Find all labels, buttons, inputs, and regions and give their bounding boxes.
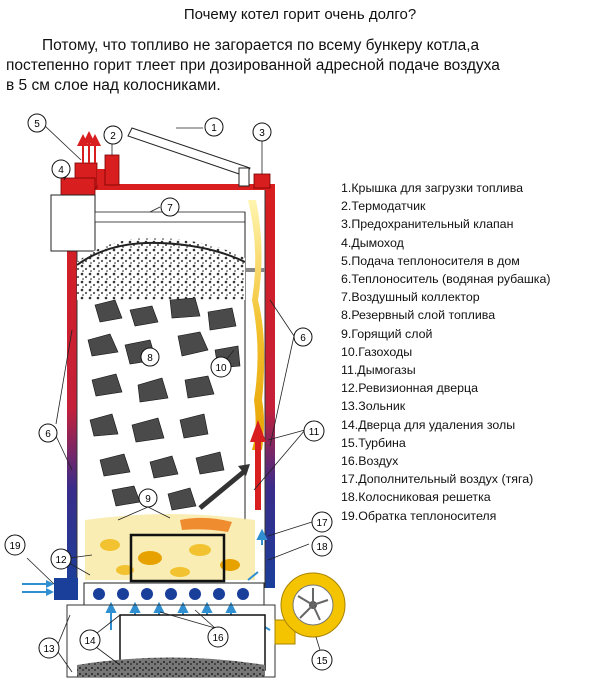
- svg-text:1: 1: [211, 123, 217, 134]
- intro-text: Потому, что топливо не загорается по все…: [6, 36, 598, 96]
- svg-text:14: 14: [84, 636, 96, 647]
- callout-17: 17: [311, 511, 333, 533]
- flue-flame: [248, 200, 265, 450]
- intro-line-3: в 5 см слое над колосниками.: [6, 77, 221, 94]
- legend-item: 9.Горящий слой: [341, 326, 433, 341]
- safety-valve: [253, 173, 271, 189]
- legend-item: 19.Обратка теплоносителя: [341, 508, 497, 523]
- legend-item: 3.Предохранительный клапан: [341, 217, 514, 232]
- legend-item: 8.Резервный слой топлива: [341, 308, 496, 323]
- reserve-fuel: [76, 237, 265, 300]
- svg-text:10: 10: [215, 363, 227, 374]
- legend-item: 12.Ревизионная дверца: [341, 381, 479, 396]
- svg-text:8: 8: [147, 353, 153, 364]
- svg-text:5: 5: [34, 119, 40, 130]
- legend-item: 1.Крышка для загрузки топлива: [341, 181, 524, 195]
- legend-item: 5.Подача теплоносителя в дом: [341, 253, 520, 268]
- callout-9: 9: [138, 488, 158, 508]
- water-jacket: [67, 184, 275, 588]
- callout-6-left: 6: [38, 423, 58, 443]
- callouts: 1 2 3 4 5 6 6 7 8 9 10 11 12 13 14 15 16…: [4, 113, 333, 671]
- callout-18: 18: [311, 535, 333, 557]
- callout-3: 3: [252, 122, 272, 142]
- callout-6-right: 6: [293, 327, 313, 347]
- legend-item: 17.Дополнительный воздух (тяга): [341, 472, 534, 487]
- svg-text:13: 13: [43, 644, 55, 655]
- svg-text:9: 9: [145, 494, 151, 505]
- grate: [83, 582, 265, 606]
- svg-text:4: 4: [58, 165, 64, 176]
- callout-7: 7: [160, 197, 180, 217]
- callout-14: 14: [79, 629, 101, 651]
- callout-8: 8: [140, 347, 160, 367]
- svg-text:18: 18: [316, 542, 328, 553]
- callout-1: 1: [204, 117, 224, 137]
- fuel-chunks: [87, 297, 241, 511]
- turbine: [274, 572, 346, 645]
- legend-item: 18.Колосниковая решетка: [341, 490, 491, 505]
- legend: 1.Крышка для загрузки топлива 2.Термодат…: [341, 179, 551, 525]
- callout-12: 12: [50, 548, 72, 570]
- callout-19: 19: [4, 534, 26, 556]
- legend-item: 7.Воздушный коллектор: [341, 290, 480, 305]
- diagram-title: Почему котел горит очень долго?: [183, 6, 417, 23]
- intro-line-2: постепенно горит тлеет при дозированной …: [6, 57, 500, 74]
- callout-10: 10: [210, 356, 232, 378]
- legend-item: 4.Дымоход: [341, 235, 404, 250]
- callout-16: 16: [207, 626, 229, 648]
- svg-text:11: 11: [309, 427, 320, 438]
- svg-text:12: 12: [55, 555, 67, 566]
- svg-text:17: 17: [316, 518, 328, 529]
- svg-text:3: 3: [259, 128, 265, 139]
- callout-5: 5: [27, 113, 47, 133]
- legend-item: 14.Дверца для удаления золы: [341, 417, 516, 432]
- legend-item: 16.Воздух: [341, 454, 399, 469]
- inspection-door: [129, 533, 226, 583]
- callout-13: 13: [38, 637, 60, 659]
- callout-11: 11: [303, 420, 325, 442]
- return-pipe: [22, 578, 78, 600]
- loading-lid: [127, 127, 251, 187]
- legend-item: 2.Термодатчик: [341, 199, 426, 214]
- svg-text:6: 6: [45, 429, 51, 440]
- leader-lines: [26, 125, 321, 673]
- legend-item: 11.Дымогазы: [341, 363, 416, 378]
- svg-text:6: 6: [300, 333, 306, 344]
- svg-text:7: 7: [167, 203, 173, 214]
- svg-text:19: 19: [9, 541, 21, 552]
- legend-item: 15.Турбина: [341, 435, 406, 450]
- callout-2: 2: [103, 125, 123, 145]
- svg-text:2: 2: [110, 131, 116, 142]
- callout-15: 15: [311, 649, 333, 671]
- legend-item: 13.Зольник: [341, 399, 406, 414]
- svg-text:16: 16: [212, 633, 224, 644]
- intro-line-1: Потому, что топливо не загорается по все…: [42, 37, 480, 54]
- burning-layer: [85, 514, 255, 580]
- flue-gas-arrow: [198, 420, 266, 510]
- legend-item: 6.Теплоноситель (водяная рубашка): [341, 272, 551, 287]
- callout-4: 4: [51, 159, 71, 179]
- svg-text:15: 15: [316, 656, 328, 667]
- legend-item: 10.Газоходы: [341, 344, 413, 359]
